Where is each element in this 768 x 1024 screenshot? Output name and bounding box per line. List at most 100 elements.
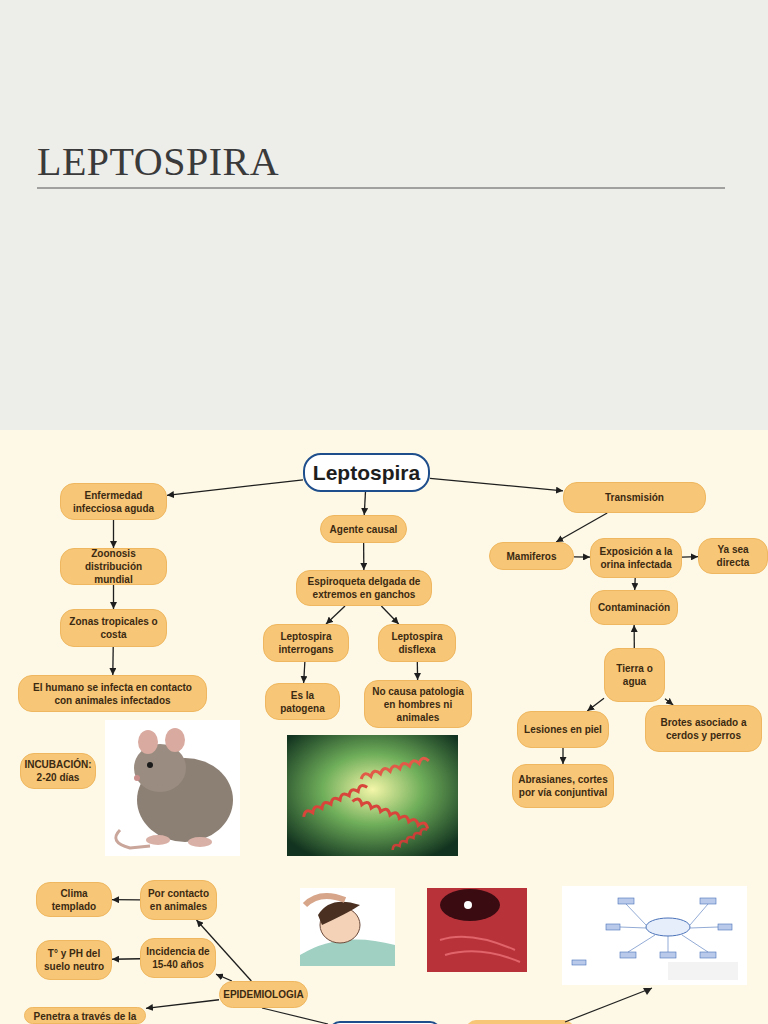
- thumbnail-box: [620, 952, 636, 958]
- arrow-head: [643, 988, 652, 995]
- node-text: Brotes asociado a cerdos y perros: [651, 716, 756, 742]
- thumbnail-links: [620, 904, 718, 952]
- node-text: T° y PH del suelo neutro: [42, 947, 106, 973]
- offscreen-continuation: [262, 988, 652, 1024]
- arrow-connector: [112, 899, 140, 900]
- arrow-connector: [363, 543, 365, 570]
- concept-box: Abrasianes, cortes por vía conjuntival: [512, 764, 614, 808]
- thumbnail-box: [700, 898, 716, 904]
- cut-off-box: [466, 1020, 574, 1024]
- node-text: Penetra a través de la: [34, 1010, 137, 1023]
- concept-box: Brotes asociado a cerdos y perros: [645, 705, 762, 752]
- node-text: Zoonosis distribución mundial: [66, 547, 161, 586]
- spirochete: [391, 827, 427, 850]
- concept-box: Transmisión: [563, 482, 706, 513]
- arrow-connector: [364, 492, 365, 515]
- concept-box: Zoonosis distribución mundial: [60, 548, 167, 585]
- concept-box: Ya sea directa: [698, 538, 768, 574]
- rat-illustration: [105, 720, 240, 856]
- rat-ear: [165, 728, 185, 752]
- node-text: Enfermedad infecciosa aguda: [66, 489, 161, 515]
- node-text: Mamiferos: [506, 550, 556, 563]
- node-text: Contaminación: [598, 601, 670, 614]
- node-text: Leptospira: [313, 459, 420, 486]
- rat-eye: [147, 762, 153, 768]
- arrow-connector: [167, 480, 303, 496]
- arrow-connector: [112, 958, 140, 960]
- thumbnail-box: [606, 924, 620, 930]
- concept-box: Penetra a través de la: [24, 1007, 146, 1024]
- rat-tail: [116, 830, 150, 848]
- leader-line: [565, 988, 652, 1022]
- concept-box: Enfermedad infecciosa aguda: [60, 483, 167, 520]
- rat-foot: [188, 837, 212, 847]
- mindmap-thumbnail: [562, 886, 747, 985]
- central-topic: Leptospira: [303, 453, 430, 492]
- node-text: Ya sea directa: [704, 543, 762, 569]
- concept-box: T° y PH del suelo neutro: [36, 940, 112, 980]
- concept-box: Es la patogena: [265, 683, 340, 720]
- thumbnail-box: [718, 924, 732, 930]
- concept-box: Leptospira interrogans: [263, 624, 349, 662]
- node-text: Espiroqueta delgada de extremos en ganch…: [302, 575, 426, 601]
- image-frame: [562, 886, 747, 985]
- node-text: Leptospira disflexa: [384, 630, 450, 656]
- node-text: Es la patogena: [271, 689, 334, 715]
- cut-off-box: [330, 1022, 440, 1024]
- rat-ear: [138, 730, 158, 754]
- slide-title: LEPTOSPIRA: [37, 138, 279, 185]
- node-text: Transmisión: [605, 491, 664, 504]
- node-text: Abrasianes, cortes por vía conjuntival: [518, 773, 608, 799]
- concept-box: Tierra o agua: [604, 648, 665, 702]
- arrow-connector: [587, 698, 604, 711]
- node-text: Agente causal: [330, 523, 398, 536]
- spirochete: [352, 798, 429, 829]
- eye-illustration: [427, 888, 527, 972]
- arrow-connector: [574, 556, 590, 558]
- blood-vessels: [440, 937, 520, 962]
- image-frame: [105, 720, 240, 856]
- concept-box: Por contacto en animales: [140, 880, 217, 920]
- thumbnail-notes: [668, 962, 738, 980]
- concept-box: Clima templado: [36, 882, 112, 917]
- spirochete-illustration: [287, 735, 458, 856]
- concept-box: No causa patologia en hombres ni animale…: [364, 680, 472, 728]
- eye-highlight: [464, 901, 472, 909]
- image-frame: [300, 888, 395, 966]
- concept-box: Incidencia de 15-40 años: [140, 938, 216, 978]
- pupil-area: [440, 889, 500, 921]
- arrow-connector: [562, 748, 563, 764]
- towel: [300, 939, 395, 966]
- arrow-connector: [113, 585, 114, 609]
- concept-box: Leptospira disflexa: [378, 624, 456, 662]
- title-rule: [37, 188, 725, 189]
- arrow-connector: [634, 578, 636, 590]
- map-background: [0, 430, 768, 1024]
- leader-line: [262, 1008, 328, 1024]
- concept-box: Exposición a la orina infectada: [590, 538, 682, 578]
- concept-box: El humano se infecta en contacto con ani…: [18, 675, 207, 712]
- node-text: EPIDEMIOLOGIA: [223, 988, 304, 1001]
- concept-box: INCUBACIÓN: 2-20 días: [20, 753, 96, 789]
- node-text: INCUBACIÓN: 2-20 días: [24, 758, 91, 784]
- node-text: Clima templado: [42, 887, 106, 913]
- arrow-connector: [113, 520, 114, 548]
- thumbnail-center: [646, 918, 690, 936]
- node-text: Zonas tropicales o costa: [66, 615, 161, 641]
- patient-illustration: [300, 888, 395, 966]
- node-text: Leptospira interrogans: [269, 630, 343, 656]
- concept-box: Mamiferos: [489, 542, 574, 570]
- thumbnail-box: [700, 952, 716, 958]
- concept-box: Espiroqueta delgada de extremos en ganch…: [296, 570, 432, 606]
- title-slide-background: [0, 0, 768, 430]
- concept-box: Zonas tropicales o costa: [60, 609, 167, 647]
- rat-foot: [146, 835, 170, 845]
- node-text: Tierra o agua: [610, 662, 659, 688]
- concept-box: Lesiones en piel: [517, 711, 609, 748]
- arrow-connector: [430, 478, 563, 490]
- node-text: Por contacto en animales: [146, 887, 211, 913]
- hair: [318, 902, 360, 925]
- arrow-connector: [381, 606, 398, 624]
- arrow-connector: [326, 606, 345, 624]
- thumbnail-box: [660, 952, 676, 958]
